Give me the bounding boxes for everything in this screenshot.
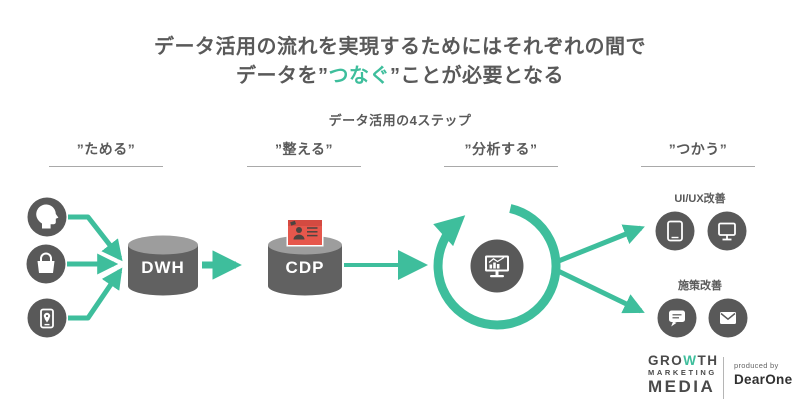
growth-marketing-media-logo: GROWTH MARKETING MEDIA: [648, 354, 719, 397]
step-label-tameru: ”ためる”: [49, 139, 163, 167]
chat-bubble-icon: [657, 298, 697, 338]
logo-marketing: MARKETING: [648, 368, 717, 377]
dwh-cylinder: DWH: [128, 235, 198, 296]
title-line2-suffix: ”ことが必要となる: [390, 65, 564, 87]
shopping-bag-icon: [26, 244, 66, 284]
logo-divider: [723, 357, 724, 399]
logo-media: MEDIA: [648, 377, 716, 396]
step-label-bunseki: ”分析する”: [444, 139, 558, 167]
arrow-analyze-to-uiux: [555, 224, 645, 265]
dearone-logo: DearOne: [734, 372, 793, 387]
mobile-location-icon: [27, 298, 67, 338]
title-line2-highlight: つなぐ: [328, 65, 391, 87]
step-label-totonoeru: ”整える”: [247, 139, 361, 167]
diagram-subtitle: データ活用の4ステップ: [328, 113, 472, 128]
source-arrows: [67, 214, 123, 321]
step-label-tsukau: ”つかう”: [641, 139, 755, 167]
tablet-icon: [655, 211, 695, 251]
dwh-label: DWH: [141, 258, 185, 277]
id-card-icon: [286, 218, 324, 247]
title-line2-prefix: データを”: [236, 65, 329, 87]
email-icon: [708, 298, 748, 338]
produced-by-text: produced by: [734, 361, 779, 370]
title-line1: データ活用の流れを実現するためにはそれぞれの間で: [154, 36, 646, 58]
cdp-label: CDP: [286, 258, 325, 277]
logo-growth-post: TH: [697, 353, 719, 368]
user-profile-icon: [27, 197, 67, 237]
logo-growth-pre: GRO: [648, 353, 684, 368]
arrow-analyze-to-policy: [554, 267, 645, 314]
logo-growth-w: W: [683, 353, 698, 368]
uiux-improvement-label: UI/UX改善: [674, 191, 725, 205]
title-line2: データを”つなぐ”ことが必要となる: [0, 62, 800, 91]
logo-growth: GROWTH: [648, 354, 719, 368]
arrow-mobile-to-dwh: [68, 267, 123, 321]
analyze-cycle-arrow: [433, 204, 561, 330]
analytics-monitor-icon: [470, 239, 524, 293]
arrow-user-to-dwh: [68, 214, 123, 262]
desktop-monitor-icon: [707, 211, 747, 251]
page-title: データ活用の流れを実現するためにはそれぞれの間で データを”つなぐ”ことが必要と…: [0, 33, 800, 91]
policy-improvement-label: 施策改善: [678, 278, 722, 292]
